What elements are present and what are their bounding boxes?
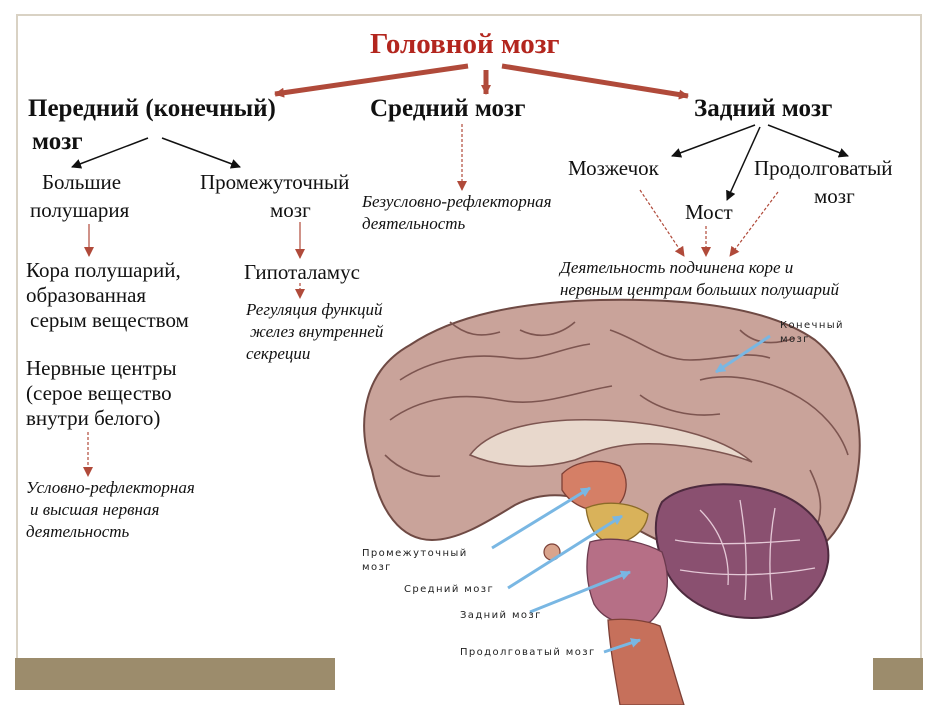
image-label-midbrain: Средний мозг — [404, 584, 495, 595]
image-label-telencephalon: Конечный — [780, 320, 844, 331]
brain-illustration — [363, 298, 861, 705]
diencephalon-function-3: секреции — [246, 344, 311, 363]
pointer-diencephalon — [491, 486, 591, 550]
midbrain-heading: Средний мозг — [370, 95, 526, 122]
hindbrain-function: Деятельность подчинена коре и — [560, 258, 794, 277]
hemispheres-function-2: и высшая нервная — [30, 500, 160, 519]
frame-left-line — [16, 14, 18, 664]
frame-right-line — [920, 14, 922, 664]
midbrain-function-2: деятельность — [362, 214, 466, 233]
midbrain-region — [585, 502, 649, 545]
pons-region — [586, 538, 668, 625]
bottom-left-accent-bar — [15, 658, 335, 690]
arrow-title-to-forebrain — [274, 63, 469, 98]
hemispheres-label: Большие — [42, 170, 122, 194]
nerve-centers-text-2: (серое вещество — [26, 381, 172, 405]
arrow-title-to-hindbrain — [501, 63, 689, 100]
diencephalon-label-2: мозг — [270, 198, 311, 222]
pointer-midbrain — [507, 514, 623, 590]
bottom-right-accent-bar — [873, 658, 923, 690]
image-label-hindbrain: Задний мозг — [460, 610, 542, 621]
arrow-to-diencephalon — [161, 137, 241, 169]
pons-label: Мост — [685, 200, 733, 224]
hypothalamus-label: Гипоталамус — [244, 260, 360, 284]
page-title: Головной мозг — [370, 28, 560, 60]
cortex-text-2: образованная — [26, 283, 147, 307]
diencephalon-function: Регуляция функций — [246, 300, 383, 319]
pointer-hindbrain — [529, 570, 631, 614]
diencephalon-label: Промежуточный — [200, 170, 350, 194]
pointer-telencephalon — [715, 334, 771, 374]
arrow-to-medulla — [767, 124, 849, 158]
frame-top-line — [16, 14, 922, 16]
medulla-label: Продолговатый — [754, 156, 893, 180]
diencephalon-function-2: желез внутренней — [250, 322, 384, 341]
midbrain-function: Безусловно-рефлекторная — [362, 192, 552, 211]
medulla-label-2: мозг — [814, 184, 855, 208]
arrow-to-hemispheres — [71, 137, 149, 169]
hindbrain-heading: Задний мозг — [694, 95, 833, 122]
hemispheres-function: Условно-рефлекторная — [26, 478, 195, 497]
hemispheres-label-2: полушария — [30, 198, 130, 222]
medulla-region — [607, 618, 685, 705]
image-label-diencephalon: Промежуточный — [362, 548, 468, 559]
image-pointers — [491, 334, 771, 654]
image-label-medulla: Продолговатый мозг — [460, 647, 596, 658]
image-label-telencephalon-2: мозг — [780, 334, 810, 345]
pointer-medulla — [603, 638, 641, 654]
cerebellum-folia — [674, 499, 816, 601]
hindbrain-function-2: нервным центрам больших полушарий — [560, 280, 840, 299]
arrow-to-cerebellum — [671, 124, 756, 158]
forebrain-heading-2: мозг — [32, 128, 83, 155]
corpus-callosum-shape — [468, 419, 753, 468]
hemispheres-function-3: деятельность — [26, 522, 130, 541]
cortex-text: Кора полушарий, — [26, 258, 181, 282]
arrow-cerebellum-to-function — [639, 189, 685, 257]
forebrain-heading: Передний (конечный) — [28, 95, 276, 122]
cortex-text-3: серым веществом — [30, 308, 189, 332]
forebrain-arrows — [71, 137, 305, 477]
diencephalon-region — [561, 460, 627, 512]
arrow-medulla-to-function — [729, 191, 779, 257]
arrow-to-pons — [726, 126, 761, 201]
nerve-centers-text: Нервные центры — [26, 356, 177, 380]
nerve-centers-text-3: внутри белого) — [26, 406, 161, 430]
hindbrain-arrows — [639, 124, 849, 257]
image-label-diencephalon-2: мозг — [362, 562, 392, 573]
title-arrows — [274, 63, 689, 100]
cerebellum-label: Мозжечок — [568, 156, 659, 180]
